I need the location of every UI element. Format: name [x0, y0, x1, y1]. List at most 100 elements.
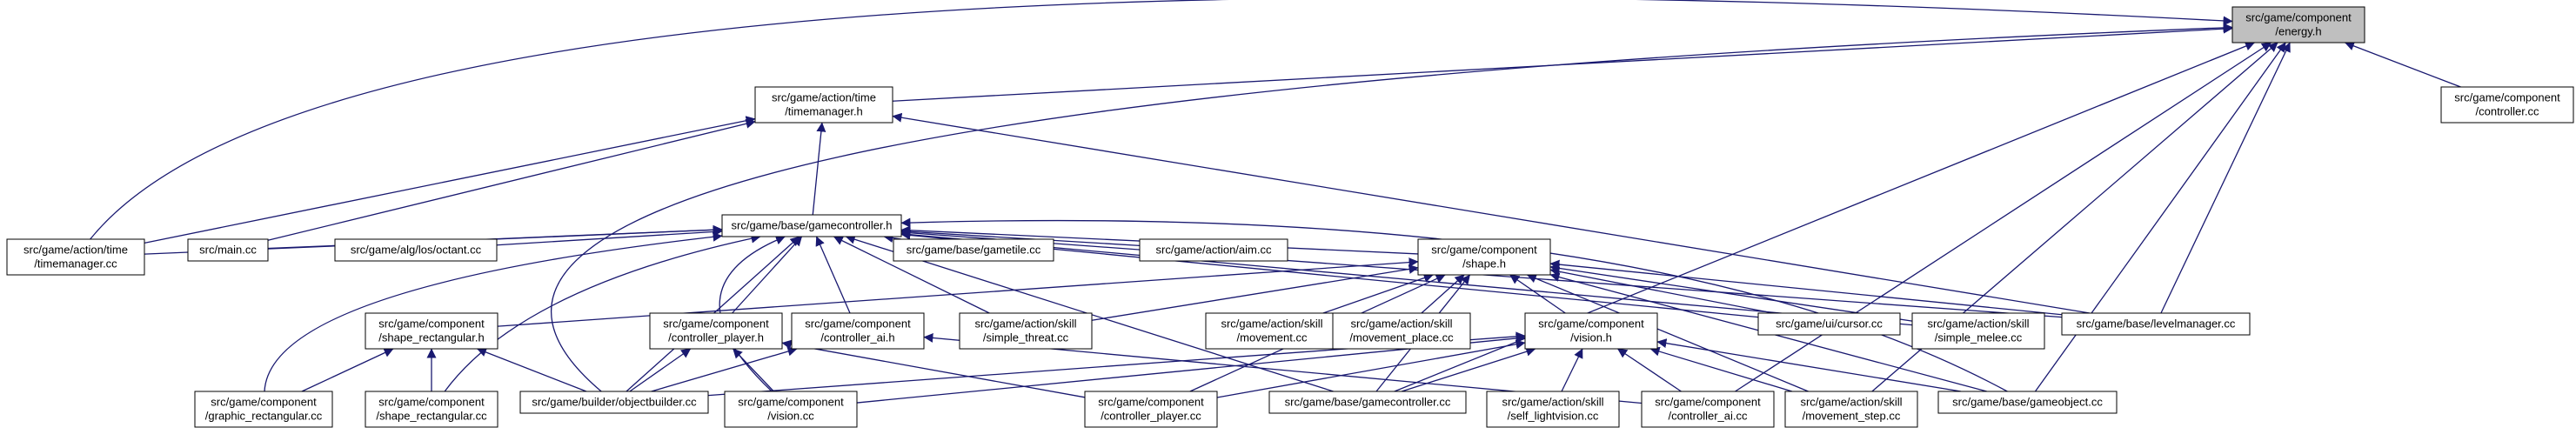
include-edge	[733, 348, 774, 392]
file-node-label: src/game/action/time	[772, 91, 876, 104]
root-file-node[interactable]: src/game/component/energy.h	[2231, 6, 2365, 43]
file-node[interactable]: src/game/action/time/timemanager.cc	[6, 238, 145, 276]
include-edge-line	[301, 348, 394, 392]
include-edge	[267, 118, 756, 241]
include-edge-line	[1509, 274, 1566, 314]
file-node-box	[724, 391, 858, 428]
file-node-label: /simple_threat.cc	[983, 331, 1069, 344]
include-edge	[812, 122, 826, 216]
file-node-label: src/game/action/skill	[1221, 317, 1322, 331]
file-node-box	[334, 238, 498, 262]
file-node[interactable]: src/game/alg/los/octant.cc	[334, 238, 498, 262]
include-edge	[264, 231, 723, 392]
file-node-label: /shape_rectangular.cc	[376, 410, 487, 423]
file-node[interactable]: src/game/component/graphic_rectangular.c…	[194, 391, 333, 428]
file-node[interactable]: src/game/component/controller_player.cc	[1084, 391, 1218, 428]
file-node[interactable]: src/game/component/shape_rectangular.cc	[365, 391, 498, 428]
file-node[interactable]: src/game/builder/objectbuilder.cc	[519, 391, 709, 414]
file-node[interactable]: src/game/action/time/timemanager.h	[754, 86, 893, 124]
file-node-label: /movement.cc	[1237, 331, 1308, 344]
file-node[interactable]: src/game/action/skill/simple_melee.cc	[1911, 312, 2045, 350]
file-node[interactable]: src/game/component/controller.cc	[2440, 86, 2574, 124]
include-edge-line	[1549, 266, 1774, 314]
include-edge-line	[264, 231, 723, 392]
file-node-label: src/game/component	[378, 396, 485, 409]
file-node-label: src/game/alg/los/octant.cc	[351, 244, 482, 257]
file-node-label: /controller_player.cc	[1101, 410, 1201, 423]
include-edge-line	[1421, 274, 1465, 314]
file-node-label: src/game/base/gamecontroller.h	[732, 219, 893, 232]
file-node[interactable]: src/game/action/skill/simple_threat.cc	[959, 312, 1093, 350]
file-node[interactable]: src/game/component/vision.cc	[724, 391, 858, 428]
file-node-box	[2061, 312, 2251, 336]
include-edge-line	[815, 236, 851, 314]
include-edge	[1617, 348, 1682, 392]
file-node[interactable]: src/game/base/gameobject.cc	[1937, 391, 2118, 414]
file-node-label: /shape_rectangular.h	[378, 331, 484, 344]
include-edge	[732, 236, 803, 314]
file-node[interactable]: src/game/component/shape_rectangular.h	[365, 312, 498, 350]
include-edge-line	[2344, 41, 2461, 88]
file-node[interactable]: src/game/component/shape.h	[1417, 238, 1551, 276]
file-node[interactable]: src/game/action/skill/movement_step.cc	[1784, 391, 1918, 428]
include-edge	[1649, 346, 1793, 392]
file-node-label: src/game/component	[1098, 396, 1204, 409]
file-node-box	[194, 391, 333, 428]
file-node-label: src/game/action/time	[23, 244, 128, 257]
file-node-label: src/game/base/gametile.cc	[907, 244, 1041, 257]
file-node[interactable]: src/game/action/aim.cc	[1139, 238, 1288, 262]
file-node-label: src/game/component	[1655, 396, 1761, 409]
file-node[interactable]: src/game/action/skill/self_lightvision.c…	[1486, 391, 1620, 428]
file-node-label: src/game/base/levelmanager.cc	[2077, 317, 2236, 331]
file-node[interactable]: src/game/component/controller_ai.cc	[1641, 391, 1775, 428]
include-edge-line	[1649, 346, 1793, 392]
file-node-label: /controller_ai.cc	[1668, 410, 1748, 423]
include-edge	[1421, 274, 1465, 314]
include-edge-line	[629, 348, 692, 392]
include-edge-line	[1322, 273, 1434, 314]
file-node-label: /movement_place.cc	[1349, 331, 1454, 344]
file-node-box	[2440, 86, 2574, 124]
include-edge-line	[1091, 264, 1419, 321]
file-node[interactable]: src/game/component/controller_player.h	[649, 312, 783, 350]
file-node-label: src/game/component	[663, 317, 769, 331]
file-node-label: src/game/component	[2454, 91, 2560, 104]
file-node[interactable]: src/game/base/gamecontroller.cc	[1268, 391, 1467, 414]
include-edge	[144, 116, 756, 244]
file-node[interactable]: src/game/base/gamecontroller.h	[721, 214, 902, 237]
file-node-label: /controller_player.h	[668, 331, 764, 344]
include-edge	[1322, 273, 1434, 314]
file-node-box	[519, 391, 709, 414]
include-edge	[815, 236, 851, 314]
file-nodes: src/game/component/energy.h src/game/comp…	[6, 6, 2574, 428]
include-edge	[781, 339, 1086, 398]
file-node[interactable]: src/game/action/skill/movement_place.cc	[1332, 312, 1471, 350]
include-edge-line	[1549, 259, 2063, 316]
include-edge-line	[144, 116, 756, 244]
include-edge	[1526, 273, 1809, 392]
file-node-label: src/game/action/skill	[1927, 317, 2029, 331]
file-node[interactable]: src/game/action/skill/movement.cc	[1205, 312, 1339, 350]
file-node[interactable]: src/game/base/gametile.cc	[893, 238, 1054, 262]
include-edge-line	[90, 0, 2233, 240]
file-node-box	[6, 238, 145, 276]
file-node[interactable]: src/game/ui/cursor.cc	[1757, 312, 1901, 336]
include-edge-line	[651, 346, 798, 392]
include-edge-line	[900, 226, 1141, 246]
include-edge-line	[267, 118, 756, 241]
include-edge	[1561, 348, 1583, 392]
file-node[interactable]: src/game/component/controller_ai.h	[791, 312, 925, 350]
file-node[interactable]: src/game/base/levelmanager.cc	[2061, 312, 2251, 336]
file-node-box	[1641, 391, 1775, 428]
file-node-label: src/game/component	[1431, 244, 1537, 257]
file-node-box	[1757, 312, 1901, 336]
include-edge	[1091, 264, 1419, 321]
include-edge	[1549, 259, 2063, 316]
include-edge	[833, 236, 990, 314]
file-node-label: /shape.h	[1462, 257, 1506, 271]
include-edge-line	[781, 339, 1086, 398]
include-edge-line	[444, 233, 761, 392]
file-node[interactable]: src/game/component/vision.h	[1524, 312, 1658, 350]
file-node[interactable]: src/main.cc	[187, 238, 269, 262]
file-node-label: /movement_step.cc	[1803, 410, 1901, 423]
